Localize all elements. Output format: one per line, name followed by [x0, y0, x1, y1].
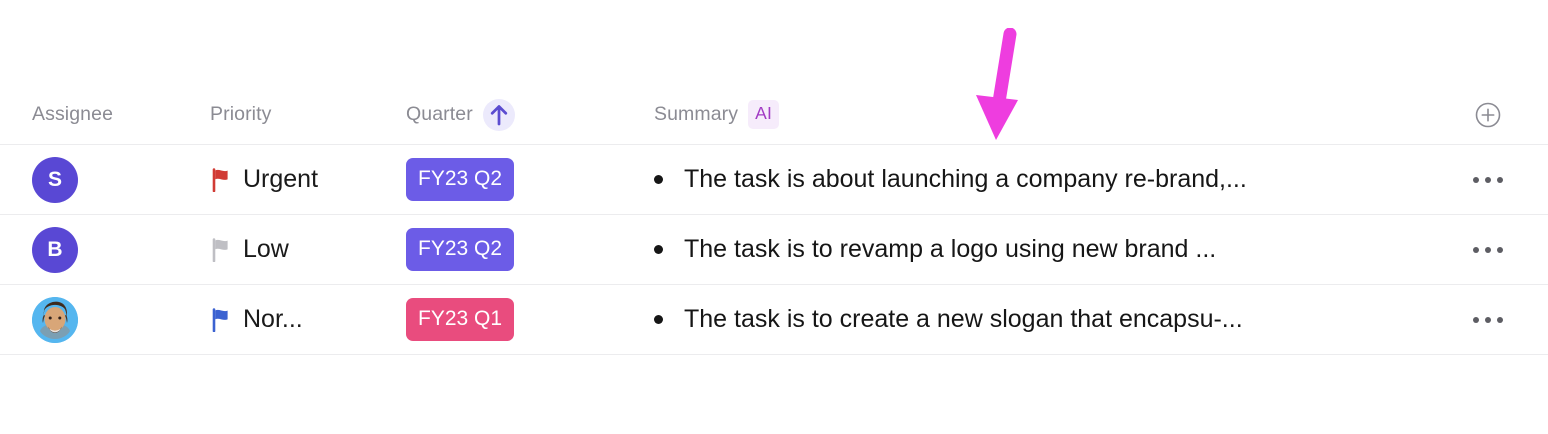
column-header-label-summary: Summary [654, 103, 739, 125]
table-header-row: Assignee Priority Quarter Summary AI [0, 85, 1548, 145]
row-menu-button[interactable] [1428, 176, 1548, 183]
cell-priority[interactable]: Low [197, 235, 395, 264]
cell-quarter[interactable]: FY23 Q1 [395, 298, 643, 341]
column-header-priority[interactable]: Priority [197, 103, 395, 126]
more-horizontal-icon[interactable] [1473, 176, 1503, 183]
column-header-label-quarter: Quarter [406, 103, 473, 125]
cell-quarter[interactable]: FY23 Q2 [395, 228, 643, 271]
row-menu-button[interactable] [1428, 316, 1548, 323]
table-row[interactable]: B Low FY23 Q2 The task is to revamp a lo… [0, 215, 1548, 285]
column-header-label-assignee: Assignee [32, 103, 114, 125]
priority-label: Nor... [243, 305, 303, 333]
flag-icon [212, 237, 228, 262]
column-header-quarter[interactable]: Quarter [395, 98, 643, 131]
table-row[interactable]: S Urgent FY23 Q2 The task is about launc… [0, 145, 1548, 215]
priority-label: Low [243, 235, 289, 263]
avatar-photo-icon [32, 296, 78, 343]
table-row[interactable]: Nor... FY23 Q1 The task is to create a n… [0, 285, 1548, 355]
bullet-icon [654, 315, 663, 324]
more-horizontal-icon[interactable] [1473, 316, 1503, 323]
flag-icon [212, 307, 228, 332]
quarter-chip: FY23 Q2 [406, 158, 515, 201]
priority-label: Urgent [243, 165, 319, 193]
row-menu-button[interactable] [1428, 246, 1548, 253]
avatar[interactable] [32, 296, 78, 343]
sort-ascending-icon[interactable] [482, 98, 515, 131]
add-column-button[interactable] [1428, 102, 1548, 128]
cell-summary[interactable]: The task is to revamp a logo using new b… [643, 235, 1428, 264]
cell-assignee[interactable]: S [0, 156, 197, 203]
avatar[interactable]: B [32, 226, 78, 273]
cell-assignee[interactable]: B [0, 226, 197, 273]
avatar[interactable]: S [32, 156, 78, 203]
column-header-summary[interactable]: Summary AI [643, 100, 1428, 129]
flag-icon [212, 167, 228, 192]
cell-assignee[interactable] [0, 296, 197, 343]
cell-summary[interactable]: The task is to create a new slogan that … [643, 305, 1428, 334]
summary-text: The task is about launching a company re… [684, 165, 1247, 193]
quarter-chip: FY23 Q2 [406, 228, 515, 271]
ai-badge: AI [748, 100, 780, 129]
cell-quarter[interactable]: FY23 Q2 [395, 158, 643, 201]
quarter-chip: FY23 Q1 [406, 298, 515, 341]
bullet-icon [654, 175, 663, 184]
bullet-icon [654, 245, 663, 254]
cell-summary[interactable]: The task is about launching a company re… [643, 165, 1428, 194]
cell-priority[interactable]: Urgent [197, 165, 395, 194]
plus-circle-icon [1475, 102, 1501, 127]
cell-priority[interactable]: Nor... [197, 305, 395, 334]
column-header-label-priority: Priority [210, 103, 272, 125]
tasks-table: Assignee Priority Quarter Summary AI [0, 85, 1548, 355]
more-horizontal-icon[interactable] [1473, 246, 1503, 253]
summary-text: The task is to create a new slogan that … [684, 305, 1243, 333]
summary-text: The task is to revamp a logo using new b… [684, 235, 1217, 263]
column-header-assignee[interactable]: Assignee [0, 103, 197, 126]
